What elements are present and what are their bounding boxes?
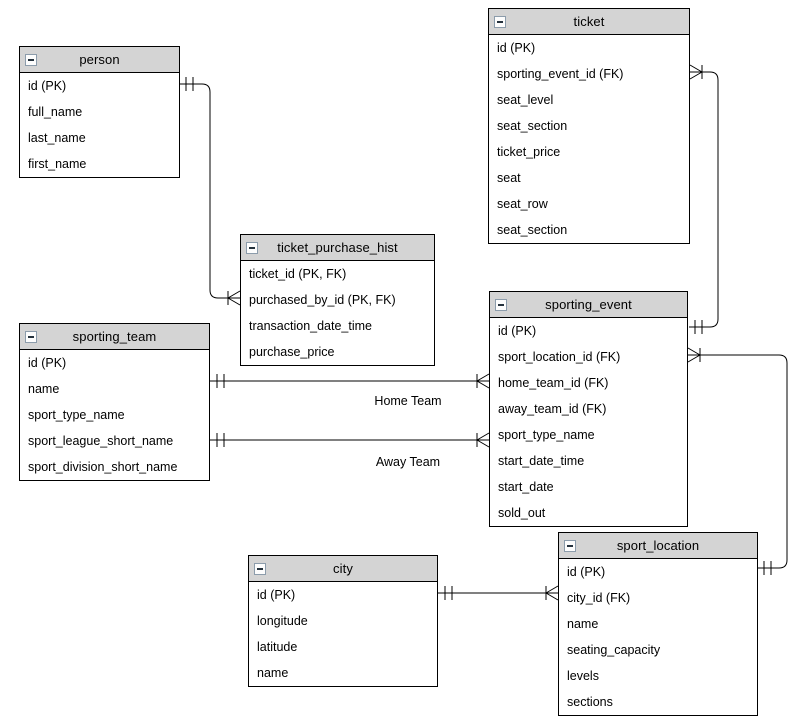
field-row[interactable]: id (PK) (28, 356, 67, 370)
field-row[interactable]: sporting_event_id (FK) (497, 67, 624, 81)
field-row[interactable]: seat_row (497, 197, 548, 211)
field-row[interactable]: sport_type_name (498, 428, 595, 442)
field-row[interactable]: seat_level (497, 93, 554, 107)
field-row[interactable]: longitude (257, 614, 308, 628)
edge-city-sport_location[interactable] (438, 585, 559, 601)
edge-sporting_event-ticket[interactable] (689, 64, 719, 334)
entity-header[interactable]: sporting_team (20, 324, 209, 350)
field-row[interactable]: seat (497, 171, 521, 185)
field-row[interactable]: away_team_id (FK) (498, 402, 607, 416)
field-row[interactable]: name (257, 666, 289, 680)
entity-person[interactable]: person id (PK) full_name last_name first… (19, 46, 180, 178)
collapse-icon[interactable] (25, 330, 37, 343)
entity-title: city (333, 561, 353, 576)
collapse-icon[interactable] (246, 241, 258, 254)
field-row[interactable]: ticket_id (PK, FK) (249, 267, 347, 281)
collapse-icon[interactable] (254, 562, 266, 575)
field-row[interactable]: seat_section (497, 119, 568, 133)
edge-label-away-team[interactable]: Away Team (373, 455, 443, 469)
entity-header[interactable]: sporting_event (490, 292, 687, 318)
collapse-icon[interactable] (564, 539, 576, 552)
field-row[interactable]: id (PK) (498, 324, 537, 338)
edge-home-team[interactable] (210, 373, 490, 389)
field-row[interactable]: purchased_by_id (PK, FK) (249, 293, 396, 307)
field-row[interactable]: first_name (28, 157, 87, 171)
field-row[interactable]: sections (567, 695, 613, 709)
entity-header[interactable]: city (249, 556, 437, 582)
field-row[interactable]: last_name (28, 131, 86, 145)
collapse-icon[interactable] (25, 53, 37, 66)
field-row[interactable]: purchase_price (249, 345, 335, 359)
field-row[interactable]: start_date_time (498, 454, 585, 468)
field-row[interactable]: sport_division_short_name (28, 460, 178, 474)
entity-sport_location[interactable]: sport_location id (PK) city_id (FK) name… (558, 532, 758, 716)
entity-header[interactable]: person (20, 47, 179, 73)
field-row[interactable]: latitude (257, 640, 298, 654)
entity-title: sport_location (616, 538, 700, 553)
field-row[interactable]: name (567, 617, 599, 631)
field-row[interactable]: sold_out (498, 506, 546, 520)
field-row[interactable]: transaction_date_time (249, 319, 372, 333)
entity-sporting_event[interactable]: sporting_event id (PK) sport_location_id… (489, 291, 688, 527)
edge-person-ticket_purchase_hist[interactable] (180, 77, 241, 306)
field-row[interactable]: start_date (498, 480, 554, 494)
entity-title: ticket_purchase_hist (277, 240, 398, 255)
field-row[interactable]: seating_capacity (567, 643, 661, 657)
collapse-icon[interactable] (494, 15, 506, 28)
field-row[interactable]: sport_league_short_name (28, 434, 174, 448)
field-row[interactable]: city_id (FK) (567, 591, 631, 605)
field-row[interactable]: ticket_price (497, 145, 561, 159)
entity-header[interactable]: ticket_purchase_hist (241, 235, 434, 261)
field-row[interactable]: sport_type_name (28, 408, 125, 422)
entity-ticket[interactable]: ticket id (PK) sporting_event_id (FK) se… (488, 8, 690, 244)
field-row[interactable]: sport_location_id (FK) (498, 350, 621, 364)
entity-title: sporting_team (72, 329, 157, 344)
field-row[interactable]: seat_section (497, 223, 568, 237)
field-row[interactable]: id (PK) (257, 588, 296, 602)
collapse-icon[interactable] (495, 298, 507, 311)
edge-sport_location-sporting_event[interactable] (687, 347, 788, 575)
entity-city[interactable]: city id (PK) longitude latitude name (248, 555, 438, 687)
field-row[interactable]: id (PK) (28, 79, 67, 93)
entity-title: sporting_event (545, 297, 632, 312)
edge-away-team[interactable] (210, 432, 490, 448)
entity-title: ticket (573, 14, 605, 29)
field-row[interactable]: id (PK) (497, 41, 536, 55)
entity-header[interactable]: ticket (489, 9, 689, 35)
field-row[interactable]: levels (567, 669, 599, 683)
entity-title: person (79, 52, 120, 67)
entity-ticket_purchase_hist[interactable]: ticket_purchase_hist ticket_id (PK, FK) … (240, 234, 435, 366)
field-row[interactable]: home_team_id (FK) (498, 376, 609, 390)
entity-header[interactable]: sport_location (559, 533, 757, 559)
field-row[interactable]: full_name (28, 105, 83, 119)
field-row[interactable]: id (PK) (567, 565, 606, 579)
entity-sporting_team[interactable]: sporting_team id (PK) name sport_type_na… (19, 323, 210, 481)
field-row[interactable]: name (28, 382, 60, 396)
edge-label-home-team[interactable]: Home Team (372, 394, 444, 408)
